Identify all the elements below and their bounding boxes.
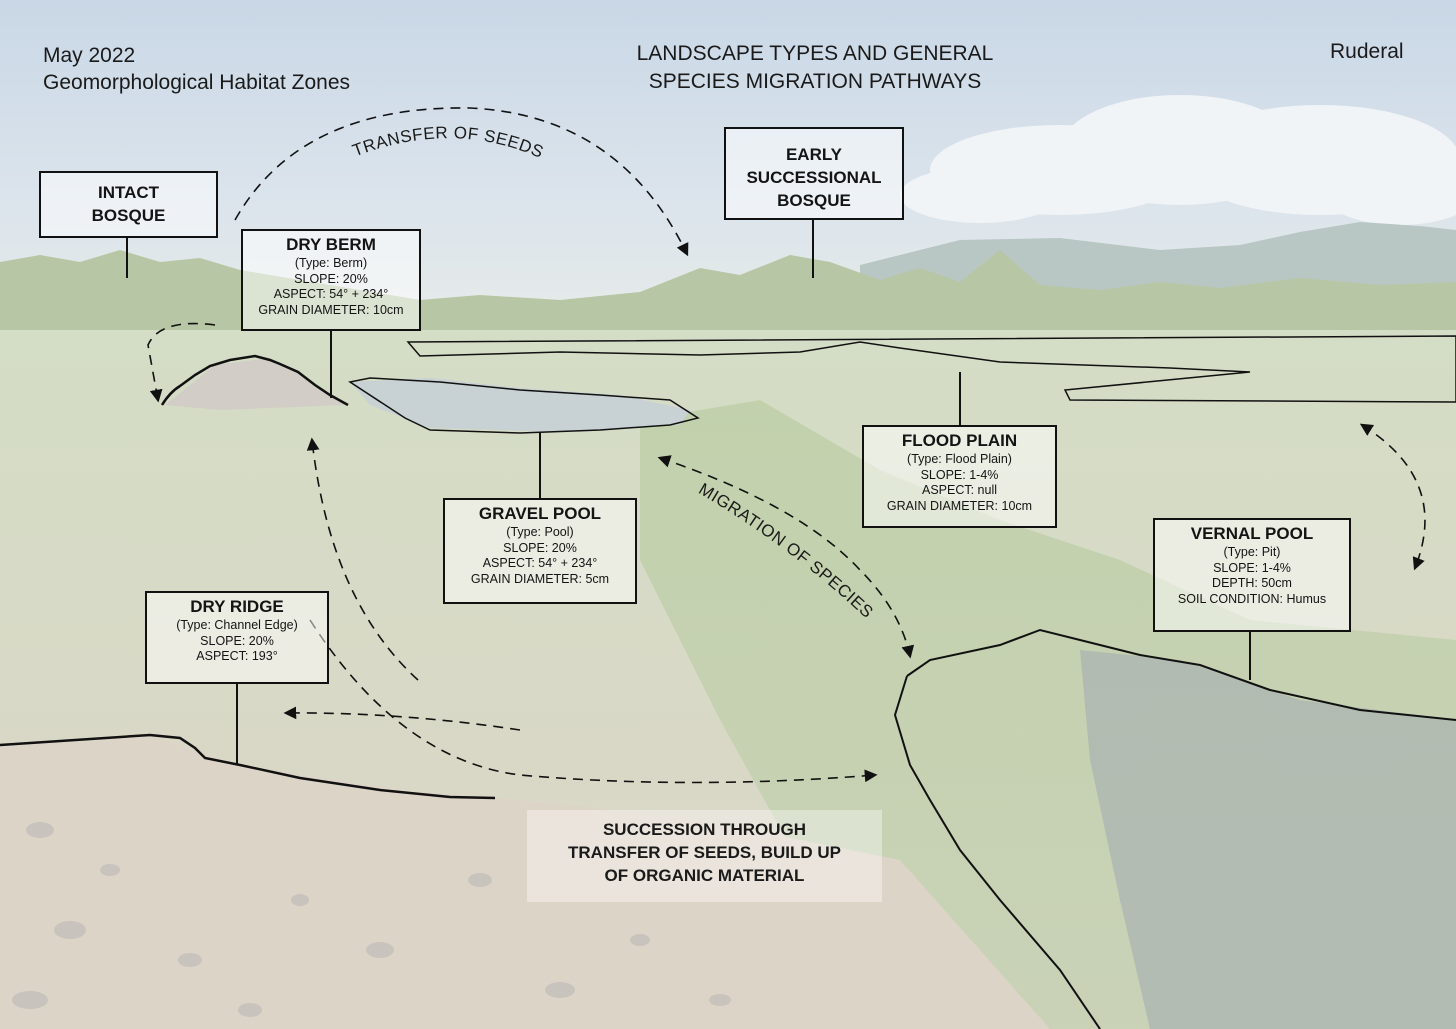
flood-plain-box: FLOOD PLAIN (Type: Flood Plain) SLOPE: 1…	[862, 425, 1057, 528]
flood-plain-aspect: ASPECT: null	[921, 483, 998, 497]
pool-water	[350, 378, 690, 432]
gravel-pool-type: (Type: Pool)	[506, 525, 574, 539]
early-bosque-line-3: BOSQUE	[777, 191, 851, 210]
header-left: May 2022 Geomorphological Habitat Zones	[43, 42, 350, 96]
dry-ridge-slope: SLOPE: 20%	[200, 633, 274, 648]
subtitle-label: Geomorphological Habitat Zones	[43, 71, 351, 94]
arrow-ridge-to-berm	[306, 437, 419, 681]
stones	[12, 822, 731, 1017]
vernal-pool-slope: SLOPE: 1-4%	[1213, 560, 1291, 575]
flood-plain-title: FLOOD PLAIN	[901, 431, 1018, 450]
transfer-of-seeds-label: TRANSFER OF SEEDS	[350, 123, 547, 162]
berm-outline	[160, 354, 349, 407]
vernal-pool-outline	[893, 628, 1456, 1029]
flood-plain-slope: SLOPE: 1-4%	[920, 467, 999, 482]
arrow-dry-ridge-horizontal	[283, 706, 521, 731]
arrow-migration-species	[657, 455, 915, 659]
dry-berm-box: DRY BERM (Type: Berm) SLOPE: 20% ASPECT:…	[241, 229, 421, 331]
vernal-pool-title: VERNAL POOL	[1190, 524, 1314, 543]
arrow-transfer-seeds	[234, 107, 689, 257]
dry-berm-aspect: ASPECT: 54° + 234°	[273, 287, 389, 301]
dirt-foreground	[0, 735, 1050, 1029]
title-line-1: LANDSCAPE TYPES AND GENERAL	[636, 42, 994, 65]
dry-ridge-title: DRY RIDGE	[190, 597, 284, 616]
gravel-pool-grain: GRAIN DIAMETER: 5cm	[470, 571, 610, 586]
succession-line-1: SUCCESSION THROUGH	[602, 820, 807, 839]
dry-berm-type: (Type: Berm)	[294, 256, 368, 270]
early-successional-bosque-box: EARLY SUCCESSIONAL BOSQUE	[724, 127, 904, 220]
diagram-title: LANDSCAPE TYPES AND GENERAL SPECIES MIGR…	[560, 40, 1070, 96]
gravel-pool-box: GRAVEL POOL (Type: Pool) SLOPE: 20% ASPE…	[443, 498, 637, 604]
dry-ridge-type: (Type: Channel Edge)	[176, 618, 298, 632]
gravel-pool-outline	[348, 377, 700, 434]
dry-ridge-box: DRY RIDGE (Type: Channel Edge) SLOPE: 20…	[145, 591, 329, 684]
gravel-pool-aspect: ASPECT: 54° + 234°	[482, 556, 598, 570]
dry-ridge-aspect: ASPECT: 193°	[196, 649, 278, 663]
brand-label: Ruderal	[1330, 40, 1404, 63]
dry-berm-title: DRY BERM	[286, 235, 376, 254]
vernal-pool-depth: DEPTH: 50cm	[1212, 576, 1292, 590]
migration-arrows	[147, 107, 1426, 784]
intact-bosque-box: INTACT BOSQUE	[39, 171, 218, 238]
vernal-pool-soil: SOIL CONDITION: Humus	[1177, 591, 1327, 606]
early-bosque-line-1: EARLY	[785, 145, 843, 164]
dry-berm-grain: GRAIN DIAMETER: 10cm	[258, 302, 404, 317]
cloud	[900, 95, 1456, 225]
dry-ridge-ground-line	[0, 733, 496, 800]
flood-plain-type: (Type: Flood Plain)	[907, 452, 1012, 466]
succession-line-3: OF ORGANIC MATERIAL	[604, 866, 805, 885]
vernal-pool-box: VERNAL POOL (Type: Pit) SLOPE: 1-4% DEPT…	[1153, 518, 1351, 632]
arrow-berm-loop	[147, 322, 216, 403]
leader-lines	[126, 220, 1251, 765]
date-label: May 2022	[43, 44, 136, 67]
flood-plain-grain: GRAIN DIAMETER: 10cm	[886, 498, 1033, 513]
vernal-pool-type: (Type: Pit)	[1223, 545, 1281, 559]
gravel-pool-slope: SLOPE: 20%	[503, 540, 577, 555]
dry-berm-slope: SLOPE: 20%	[294, 271, 368, 286]
succession-caption: SUCCESSION THROUGH TRANSFER OF SEEDS, BU…	[527, 810, 882, 902]
arrow-ridge-to-succession	[309, 619, 878, 784]
vernal-water	[1080, 650, 1456, 1029]
arrow-flood-to-vernal	[1359, 423, 1426, 571]
succession-line-2: TRANSFER OF SEEDS, BUILD UP	[568, 843, 841, 862]
early-bosque-line-2: SUCCESSIONAL	[746, 168, 882, 187]
title-line-2: SPECIES MIGRATION PATHWAYS	[648, 70, 982, 93]
berm-mound	[165, 358, 345, 410]
intact-bosque-line-1: INTACT	[97, 183, 160, 202]
flood-plain-outline	[406, 335, 1456, 403]
gravel-pool-title: GRAVEL POOL	[478, 504, 602, 523]
migration-of-species-label: MIGRATION OF SPECIES	[695, 479, 877, 622]
intact-bosque-line-2: BOSQUE	[91, 206, 166, 225]
